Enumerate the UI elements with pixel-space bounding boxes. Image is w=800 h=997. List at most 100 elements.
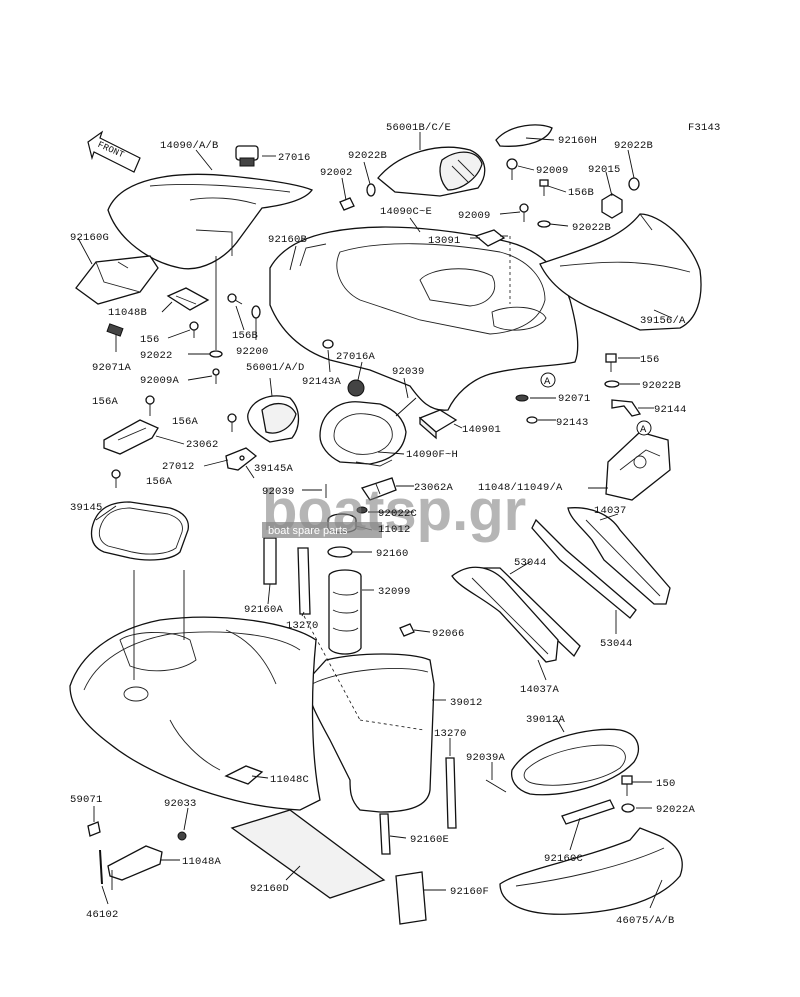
bracket-11048B[interactable] [166, 287, 210, 311]
bolt-156-a[interactable] [189, 321, 199, 338]
callout-a-1: A [540, 372, 556, 388]
label-59071: 59071 [70, 794, 103, 806]
washer-92143[interactable] [526, 416, 538, 424]
plate-11048C[interactable] [224, 765, 264, 785]
pad-92160E[interactable] [379, 813, 391, 855]
bracket-23062A[interactable] [360, 477, 397, 501]
bolt-150[interactable] [621, 775, 633, 796]
washer-92143A[interactable] [322, 339, 334, 349]
label-92160A: 92160A [244, 604, 284, 616]
rail-53044-a[interactable] [531, 518, 637, 619]
bolt-156A-a[interactable] [145, 395, 155, 416]
label-156-b: 156 [640, 354, 660, 366]
pad-92160H[interactable] [495, 124, 553, 147]
bolt-92009-a[interactable] [506, 158, 518, 180]
watermark: boatsp.gr boat spare parts [262, 478, 526, 543]
cylinder-32099[interactable] [328, 569, 362, 655]
label-92160F: 92160F [450, 886, 489, 898]
rail-14037A[interactable] [451, 566, 559, 663]
label-13270-a: 13270 [286, 620, 319, 632]
label-92009-b: 92009 [458, 210, 491, 222]
washer-92022B-d[interactable] [604, 380, 620, 388]
knob-27016[interactable] [235, 145, 259, 167]
washer-92022B-b[interactable] [537, 220, 551, 228]
deck-panel[interactable] [269, 226, 579, 411]
mirror-56001AD[interactable] [247, 395, 300, 443]
label-56001BCE: 56001B/C/E [386, 122, 451, 134]
label-92022C: 92022C [378, 508, 417, 520]
bolt-156A-c[interactable] [111, 469, 121, 488]
label-14037: 14037 [594, 505, 627, 517]
label-14090CE: 14090C~E [380, 206, 432, 218]
figure-code: F3143 [688, 122, 721, 134]
mirror-56001BCE[interactable] [377, 146, 486, 197]
strip-92160C[interactable] [561, 799, 615, 825]
gasket-39145[interactable] [90, 501, 190, 561]
label-92200: 92200 [236, 346, 269, 358]
label-92039A: 92039A [466, 752, 506, 764]
label-92009A: 92009A [140, 375, 180, 387]
washer-92200[interactable] [251, 305, 261, 319]
washer-92022A[interactable] [621, 803, 635, 813]
label-11012: 11012 [378, 524, 411, 536]
washer-92022[interactable] [209, 350, 223, 358]
lid-14090FH[interactable] [319, 401, 407, 467]
label-92066: 92066 [432, 628, 465, 640]
bracket-11048A[interactable] [107, 845, 163, 881]
bolt-156A-b[interactable] [227, 413, 237, 432]
storage-bin-39012[interactable] [305, 653, 435, 813]
bolt-156B-a[interactable] [227, 293, 243, 305]
part-labels: F3143 14090/A/B 27016 56001B/C/E 92160H … [70, 122, 721, 927]
rail-46075AB[interactable] [499, 827, 683, 915]
block-140901[interactable] [418, 409, 458, 440]
label-13270-b: 13270 [434, 728, 467, 740]
bolt-156-b[interactable] [605, 353, 617, 372]
label-92160B: 92160B [268, 234, 307, 246]
washer-92022B-a[interactable] [366, 183, 376, 197]
bracket-23062[interactable] [103, 419, 159, 455]
label-92022B-b: 92022B [572, 222, 611, 234]
side-cover-39156A[interactable] [539, 213, 702, 331]
rail-14037[interactable] [567, 507, 671, 605]
label-92022B-a: 92022B [348, 150, 387, 162]
bolt-156B-b[interactable] [539, 179, 549, 196]
nut-59071[interactable] [87, 821, 101, 837]
label-92160E: 92160E [410, 834, 449, 846]
clip-92144[interactable] [611, 399, 642, 417]
knob-27016A[interactable] [347, 379, 365, 397]
rod-46102[interactable] [99, 849, 103, 885]
front-hatch-cover[interactable] [107, 173, 313, 270]
label-39145A: 39145A [254, 463, 294, 475]
label-92022B-d: 92022B [642, 380, 681, 392]
bolt-92009-b[interactable] [519, 203, 529, 222]
clip-13091[interactable] [474, 229, 508, 247]
clip-92071A[interactable] [106, 323, 124, 337]
pin-92039-a[interactable] [395, 397, 417, 417]
leader-lines [77, 132, 673, 909]
nut-92033[interactable] [177, 831, 187, 841]
pin-92039A[interactable] [485, 779, 507, 793]
bolt-92002[interactable] [339, 197, 355, 211]
plate-27012[interactable] [225, 447, 258, 471]
plug-92066[interactable] [399, 623, 415, 637]
pad-92160G[interactable] [75, 255, 159, 305]
label-39145: 39145 [70, 502, 103, 514]
pad-92160F[interactable] [395, 871, 427, 925]
label-11048A: 11048A [182, 856, 222, 868]
label-156A-c: 156A [146, 476, 173, 488]
nut-92015[interactable] [601, 193, 623, 219]
svg-text:A: A [640, 424, 647, 436]
strip-13270-b[interactable] [445, 757, 457, 829]
washer-92022C[interactable] [356, 506, 368, 514]
mat-92160D[interactable] [230, 809, 386, 899]
storage-tray-39012A[interactable] [510, 728, 640, 796]
ring-92160[interactable] [327, 546, 353, 558]
washer-92071[interactable] [515, 394, 529, 402]
hull[interactable] [69, 616, 321, 811]
strip-92160A[interactable] [263, 537, 277, 585]
bolt-92009A[interactable] [212, 368, 220, 384]
washer-92022B-c[interactable] [628, 177, 640, 191]
bracket-11048-11049A[interactable] [605, 431, 671, 501]
strip-13270-a[interactable] [297, 547, 311, 615]
